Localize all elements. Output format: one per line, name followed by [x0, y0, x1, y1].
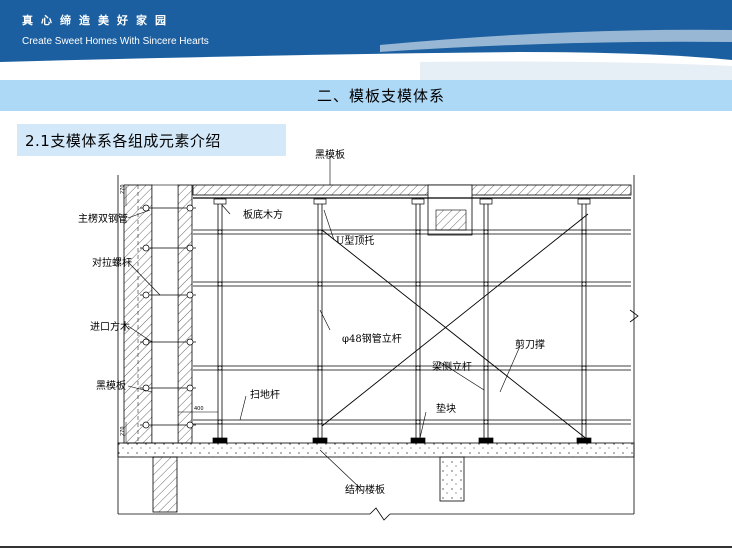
dim-sweep: 400 — [194, 406, 204, 412]
label-structural-slab: 结构楼板 — [345, 483, 385, 496]
dim-bottom: 270 — [120, 426, 126, 436]
label-black-formwork-top: 黑模板 — [315, 148, 345, 161]
subtitle-band: 2.1支模体系各组成元素介绍 — [17, 124, 286, 156]
dim-top: 270 — [120, 184, 126, 194]
label-scissor-brace: 剪刀撑 — [515, 338, 545, 351]
section-subtitle: 2.1支模体系各组成元素介绍 — [25, 132, 221, 150]
header-background — [0, 0, 732, 80]
leader-lines — [127, 156, 521, 489]
label-sweep-bar: 扫地杆 — [250, 388, 280, 401]
vertical-poles — [217, 198, 587, 440]
label-slab-bottom-timber: 板底木方 — [243, 208, 283, 221]
label-u-top-support: U型顶托 — [336, 234, 374, 247]
header-slogan-en: Create Sweet Homes With Sincere Hearts — [22, 36, 209, 47]
left-wall — [123, 184, 193, 444]
dimensions — [125, 186, 218, 442]
page-title: 二、模板支模体系 — [316, 87, 445, 105]
header-slogan-cn: 真心缔造美好家园 — [22, 14, 174, 27]
wall-tie-bolts — [140, 204, 196, 429]
pole-fittings — [212, 198, 592, 444]
label-black-formwork-side: 黑模板 — [96, 379, 126, 392]
label-imported-timber: 进口方木 — [90, 320, 130, 333]
label-tie-bolt: 对拉螺杆 — [92, 256, 132, 269]
top-slab-formwork — [192, 184, 632, 236]
scissor-braces — [321, 213, 589, 441]
drawing-frame — [117, 175, 639, 521]
structural-slab — [117, 442, 635, 513]
horizontal-tubes — [193, 229, 631, 425]
footer-line — [0, 546, 732, 548]
label-beam-side-pole: 梁侧立杆 — [432, 360, 472, 373]
label-main-ridge: 主楞双钢管 — [78, 212, 128, 225]
label-steel-pipe-pole: φ48钢管立杆 — [342, 332, 402, 345]
header-banner: 真心缔造美好家园 Create Sweet Homes With Sincere… — [0, 0, 732, 80]
label-pad-block: 垫块 — [436, 402, 456, 415]
title-band: 二、模板支模体系 — [0, 80, 732, 111]
